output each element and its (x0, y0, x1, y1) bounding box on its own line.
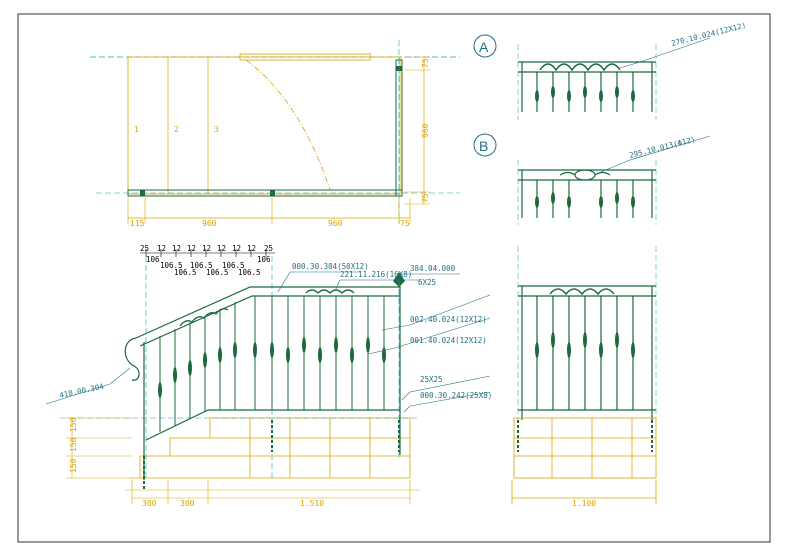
plan-dim-r1: 75 (421, 58, 430, 68)
pitch-top-9: 25 (264, 244, 273, 253)
plan-dim-960b: 960 (328, 219, 343, 228)
callout-bottom-rail: 000.30.242(25X8) (420, 391, 492, 400)
pitch-top-7: 12 (232, 244, 241, 253)
callout-post: 25X25 (420, 375, 443, 384)
pitch-top-3: 12 (172, 244, 181, 253)
section-b-label: B (479, 138, 488, 154)
elev-dim-left-2: 150 (69, 437, 78, 452)
plan-view: 1 2 3 115 960 960 75 75 960 75 (90, 40, 460, 228)
elev-dim-left-3: 150 (69, 458, 78, 473)
pitch-top-6: 12 (217, 244, 226, 253)
pitch-r2-2: 106.5 (206, 268, 229, 277)
plan-zone-3: 3 (214, 125, 219, 134)
plan-dim-75: 75 (400, 219, 410, 228)
pitch-top-8: 12 (247, 244, 256, 253)
section-b-callout: 295.10.013(Φ12) (628, 135, 696, 160)
pitch-top-5: 12 (202, 244, 211, 253)
scroll-ornament (179, 289, 355, 327)
plan-dim-960a: 960 (202, 219, 217, 228)
pitch-r1-1: 106 (146, 255, 160, 264)
section-b-dim: 1.100 (572, 499, 596, 508)
elev-dim-300a: 300 (142, 499, 157, 508)
callout-handrail: 000.30.304(50X12) (292, 262, 369, 271)
plan-dim-r2: 960 (421, 123, 430, 138)
elev-dim-1510: 1.510 (300, 499, 324, 508)
callout-finial-size: 6X25 (418, 278, 436, 287)
plan-dim-r3: 75 (421, 193, 430, 203)
pitch-top-2: 12 (157, 244, 166, 253)
pitch-r1-2: 106.5 (160, 261, 183, 270)
elev-dim-300b: 300 (180, 499, 195, 508)
section-a-label: A (479, 39, 489, 55)
callout-finial: 384.04.000 (410, 264, 456, 273)
plan-dim-115: 115 (130, 219, 145, 228)
section-a: A 270.10.024(12X12) (473, 21, 747, 120)
pitch-r2-1: 106.5 (174, 268, 197, 277)
pitch-r1-5: 106 (257, 255, 271, 264)
callout-end-scroll: 410.00.304 (59, 382, 106, 400)
callout-picket-b: 001.40.024(12X12) (410, 336, 487, 345)
pitch-r1-4: 106.5 (222, 261, 245, 270)
plan-zone-1: 1 (134, 125, 139, 134)
elev-dim-left-1: 150 (69, 417, 78, 432)
pitch-top-4: 12 (187, 244, 196, 253)
front-elevation: 25 12 12 12 12 12 12 12 25 106 106.5 106… (45, 244, 492, 508)
pitch-top-1: 25 (140, 244, 149, 253)
plan-zone-2: 2 (174, 125, 179, 134)
section-b: B 295.10.013(Φ12) (473, 133, 711, 508)
pitch-r1-3: 106.5 (190, 261, 213, 270)
callout-scroll-rail: 221.11.216(16X8) (340, 270, 412, 279)
callout-picket-a: 002.40.024(12X12) (410, 315, 487, 324)
pitch-r2-3: 106.5 (238, 268, 261, 277)
sheet-border (17, 13, 771, 543)
section-a-callout: 270.10.024(12X12) (670, 21, 747, 48)
